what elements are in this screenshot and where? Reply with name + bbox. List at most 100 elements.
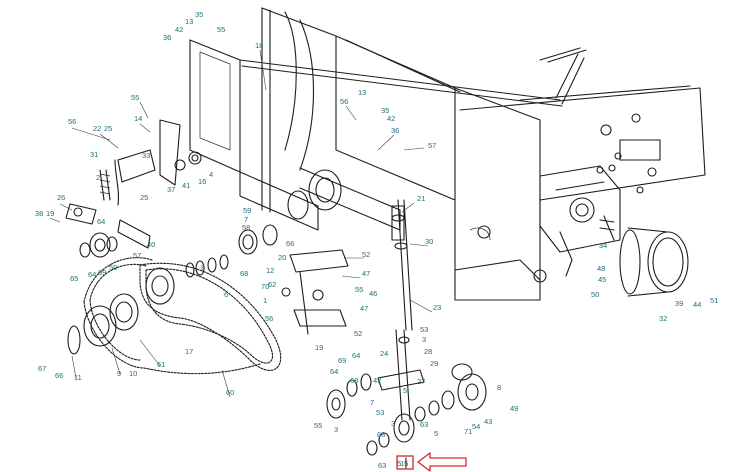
part-label-l64b: 64 xyxy=(88,270,96,279)
part-label-l53: 53 xyxy=(420,325,428,334)
gearbox-assembly xyxy=(539,165,621,277)
part-label-l11: 11 xyxy=(74,373,82,382)
part-label-l3a: 3 xyxy=(422,335,426,344)
part-label-l41: 41 xyxy=(182,181,190,190)
part-label-l62: 62 xyxy=(268,280,276,289)
bell-housing xyxy=(619,227,689,297)
part-label-l19b: 19 xyxy=(315,343,323,352)
part-label-l7b: 7 xyxy=(370,398,374,407)
part-label-l14: 14 xyxy=(134,114,142,123)
part-label-l30: 30 xyxy=(425,237,433,246)
part-label-l68c: 68 xyxy=(377,430,385,439)
left-sprockets xyxy=(79,232,118,258)
part-label-l3b: 3 xyxy=(334,425,338,434)
part-label-l31: 31 xyxy=(90,150,98,159)
part-label-l66: 66 xyxy=(286,239,294,248)
part-label-l57a: 57 xyxy=(133,251,141,260)
part-label-l9: 9 xyxy=(117,369,121,378)
part-label-l23: 23 xyxy=(433,303,441,312)
part-label-l55c: 55 xyxy=(355,285,363,294)
part-label-l68b: 68 xyxy=(350,376,358,385)
mid-pulleys xyxy=(238,169,349,335)
part-label-l60: 60 xyxy=(226,388,234,397)
lever-assemblies xyxy=(65,119,202,249)
part-label-l55d: 55 xyxy=(314,421,322,430)
part-label-l51: 51 xyxy=(710,296,718,305)
roller-chain xyxy=(67,257,282,375)
part-label-l34: 34 xyxy=(599,241,607,250)
part-label-l54: 54 xyxy=(472,422,480,431)
part-label-l18: 18 xyxy=(255,41,263,50)
leader-lines xyxy=(49,49,433,398)
part-label-l36b: 36 xyxy=(391,126,399,135)
main-frame xyxy=(189,7,706,301)
part-label-l46: 46 xyxy=(369,289,377,298)
part-label-l6: 6 xyxy=(224,290,228,299)
part-label-l50a: 50 xyxy=(109,263,117,272)
part-label-l8: 8 xyxy=(201,263,205,272)
part-label-l4: 4 xyxy=(209,170,213,179)
part-label-l56: 56 xyxy=(68,117,76,126)
part-label-l32: 32 xyxy=(659,314,667,323)
part-label-l47b: 47 xyxy=(360,304,368,313)
part-label-l22: 22 xyxy=(93,124,101,133)
part-label-l70: 70 xyxy=(261,282,269,291)
part-label-l45: 45 xyxy=(598,275,606,284)
part-label-l13a: 13 xyxy=(185,17,193,26)
part-label-l17: 17 xyxy=(185,347,193,356)
part-label-l28: 28 xyxy=(424,347,432,356)
part-label-l56b: 56 xyxy=(265,314,273,323)
part-label-l36a: 36 xyxy=(163,33,171,42)
part-label-l67: 67 xyxy=(38,364,46,373)
part-label-l43: 43 xyxy=(484,417,492,426)
part-label-l69b: 69 xyxy=(338,356,346,365)
part-label-l56c: 56 xyxy=(340,97,348,106)
part-label-l40: 40 xyxy=(147,240,155,249)
drive-shaft xyxy=(239,53,585,107)
part-label-l26: 26 xyxy=(57,193,65,202)
highlight-label: 15 xyxy=(400,459,408,468)
part-label-l44: 44 xyxy=(693,300,701,309)
part-label-l71: 71 xyxy=(464,427,472,436)
lower-sprocket-stack xyxy=(326,363,487,469)
highlight-callout: 15 xyxy=(396,452,467,472)
part-label-l21: 21 xyxy=(417,194,425,203)
part-label-l27: 27 xyxy=(417,377,425,386)
part-label-l7: 7 xyxy=(244,215,248,224)
washer-stack xyxy=(185,254,229,278)
part-label-l13b: 13 xyxy=(358,88,366,97)
part-label-l53b: 53 xyxy=(376,408,384,417)
part-label-l25: 25 xyxy=(104,124,112,133)
part-label-l37: 37 xyxy=(167,185,175,194)
part-label-l24: 24 xyxy=(380,349,388,358)
part-label-l35b: 35 xyxy=(381,106,389,115)
part-label-l3c: 3 xyxy=(391,419,395,428)
part-label-l65: 65 xyxy=(70,274,78,283)
part-label-l64d: 64 xyxy=(330,367,338,376)
part-label-l33: 33 xyxy=(142,151,150,160)
part-label-l55b: 55 xyxy=(131,93,139,102)
part-label-l8b: 8 xyxy=(497,383,501,392)
part-label-l42c: 42 xyxy=(373,376,381,385)
part-label-l5b: 5 xyxy=(434,429,438,438)
part-label-l52a: 52 xyxy=(362,250,370,259)
part-label-l61: 61 xyxy=(157,360,165,369)
part-label-l38: 38 xyxy=(35,209,43,218)
part-label-l52b: 52 xyxy=(354,329,362,338)
part-label-l42a: 42 xyxy=(175,25,183,34)
part-label-l66b: 66 xyxy=(55,371,63,380)
part-label-l35a: 35 xyxy=(195,10,203,19)
part-label-l68a: 68 xyxy=(240,269,248,278)
part-label-l69: 69 xyxy=(98,268,106,277)
part-label-l16: 16 xyxy=(198,177,206,186)
highlight-arrow-icon xyxy=(417,452,467,472)
part-label-l42b: 42 xyxy=(387,114,395,123)
part-label-l57b: 57 xyxy=(428,141,436,150)
part-label-l39: 39 xyxy=(675,299,683,308)
part-label-l50b: 50 xyxy=(591,290,599,299)
part-label-l19a: 19 xyxy=(46,209,54,218)
part-label-l25b: 25 xyxy=(140,193,148,202)
